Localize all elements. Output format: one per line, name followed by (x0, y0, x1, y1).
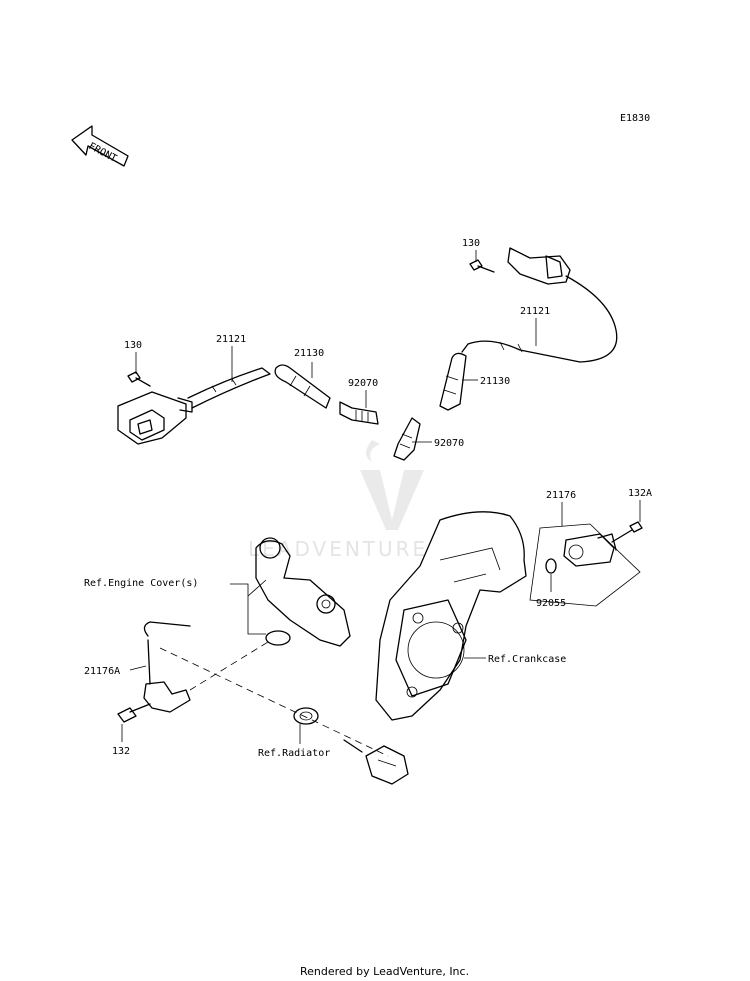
alignment-line-sensor (159, 647, 389, 757)
label-plug-92070-left: 92070 (348, 378, 378, 389)
ref-crankcase: Ref.Crankcase (488, 654, 566, 665)
label-sensor-21176: 21176 (546, 490, 576, 501)
sensor-group-box (529, 523, 641, 607)
label-sensor-21176A: 21176A (84, 666, 120, 677)
label-oring-92055: 92055 (536, 598, 566, 609)
oring-cover (265, 630, 291, 646)
diagram-code: E1830 (620, 113, 650, 124)
ref-engine-cover: Ref.Engine Cover(s) (84, 578, 198, 589)
label-bolt-132: 132 (112, 746, 130, 757)
spark-plug-left (339, 401, 379, 425)
label-bolt-130-left: 130 (124, 340, 142, 351)
sensor-21176A (143, 621, 191, 713)
bolt-130-right (469, 259, 495, 273)
ref-radiator: Ref.Radiator (258, 748, 330, 759)
label-bolt-132A: 132A (628, 488, 652, 499)
sensor-crank-21176 (563, 533, 617, 567)
leader-21176A (129, 665, 147, 671)
watermark-logo: LEADVENTURE (248, 440, 428, 561)
label-coil-21121-left: 21121 (216, 334, 246, 345)
watermark-text: LEADVENTURE (248, 537, 428, 561)
radiator-clamp (293, 707, 319, 725)
label-coil-21121-right: 21121 (520, 306, 550, 317)
label-cap-21130-left: 21130 (294, 348, 324, 359)
ignition-coil-left (117, 367, 271, 445)
plug-cap-left (274, 364, 331, 409)
bolt-130-left (127, 371, 151, 387)
label-plug-92070-right: 92070 (434, 438, 464, 449)
plug-cap-right (439, 352, 467, 411)
engine-cover (255, 537, 351, 647)
label-cap-21130-right: 21130 (480, 376, 510, 387)
bolt-132 (117, 703, 151, 723)
connector-plug (343, 739, 409, 785)
alignment-line-cover (189, 641, 269, 691)
bolt-132A (611, 521, 643, 543)
front-arrow: FRONT (71, 125, 129, 167)
crankcase (375, 511, 527, 721)
footer-credit: Rendered by LeadVenture, Inc. (300, 965, 469, 978)
oring-92055 (545, 558, 557, 574)
label-bolt-130-right: 130 (462, 238, 480, 249)
leader-engine-cover (230, 579, 267, 635)
front-arrow-label: FRONT (87, 141, 119, 165)
spark-plug-right (393, 417, 421, 461)
ignition-coil-right (461, 247, 618, 363)
